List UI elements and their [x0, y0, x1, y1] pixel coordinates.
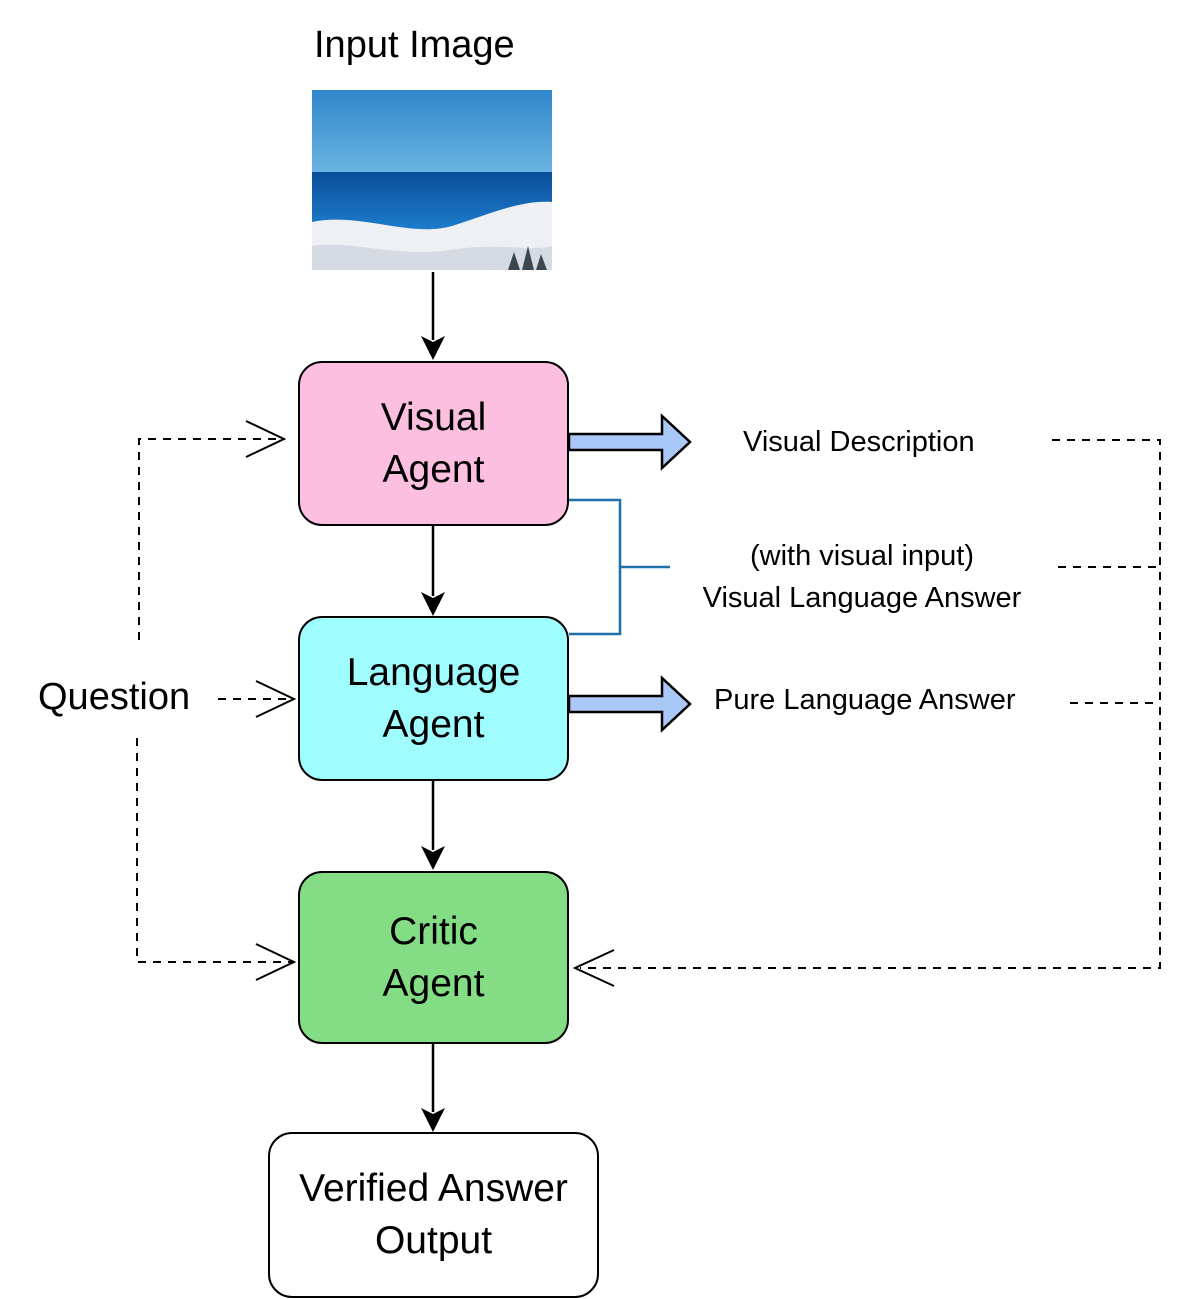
visual-language-bracket	[569, 498, 670, 636]
arrowhead-language	[421, 592, 445, 616]
main-flow-arrowheads	[421, 336, 445, 1132]
block-arrow-pure-language	[567, 675, 692, 733]
block-arrow-visual-description	[567, 413, 692, 471]
visual-description-label: Visual Description	[743, 426, 975, 458]
pure-language-answer-label: Pure Language Answer	[714, 684, 1016, 716]
visual-agent-node: Visual Agent	[298, 361, 569, 526]
open-arrowhead-visual	[245, 420, 287, 458]
arrowhead-visual	[421, 336, 445, 360]
dash-question-to-critic	[136, 738, 292, 963]
dash-question-to-visual	[138, 438, 282, 640]
question-label: Question	[38, 676, 191, 718]
question-dashed-lines	[136, 438, 292, 963]
visual-agent-label: Visual Agent	[380, 395, 487, 491]
verified-answer-output-node: Verified Answer Output	[268, 1132, 599, 1298]
image-trees	[508, 246, 547, 270]
visual-language-answer-label: (with visual input) Visual Language Answ…	[672, 535, 1052, 619]
open-arrowhead-feedback	[572, 949, 615, 987]
open-arrowhead-language	[255, 680, 297, 718]
input-image-title: Input Image	[314, 24, 515, 66]
feedback-dashed-lines	[580, 439, 1161, 969]
verified-answer-output-label: Verified Answer Output	[299, 1167, 568, 1262]
visual-language-answer-line2: Visual Language Answer	[702, 582, 1022, 614]
input-image-picture	[312, 90, 552, 270]
arrowhead-critic	[421, 846, 445, 870]
open-arrowhead-critic	[255, 943, 297, 981]
arrowhead-output	[421, 1108, 445, 1132]
critic-agent-label: Critic Agent	[382, 909, 485, 1005]
language-agent-label: Language Agent	[346, 650, 521, 746]
image-snow-shade	[312, 244, 552, 270]
visual-language-answer-line1: (with visual input)	[749, 540, 975, 572]
critic-agent-node: Critic Agent	[298, 871, 569, 1044]
language-agent-node: Language Agent	[298, 616, 569, 781]
question-open-arrowheads	[245, 420, 297, 981]
